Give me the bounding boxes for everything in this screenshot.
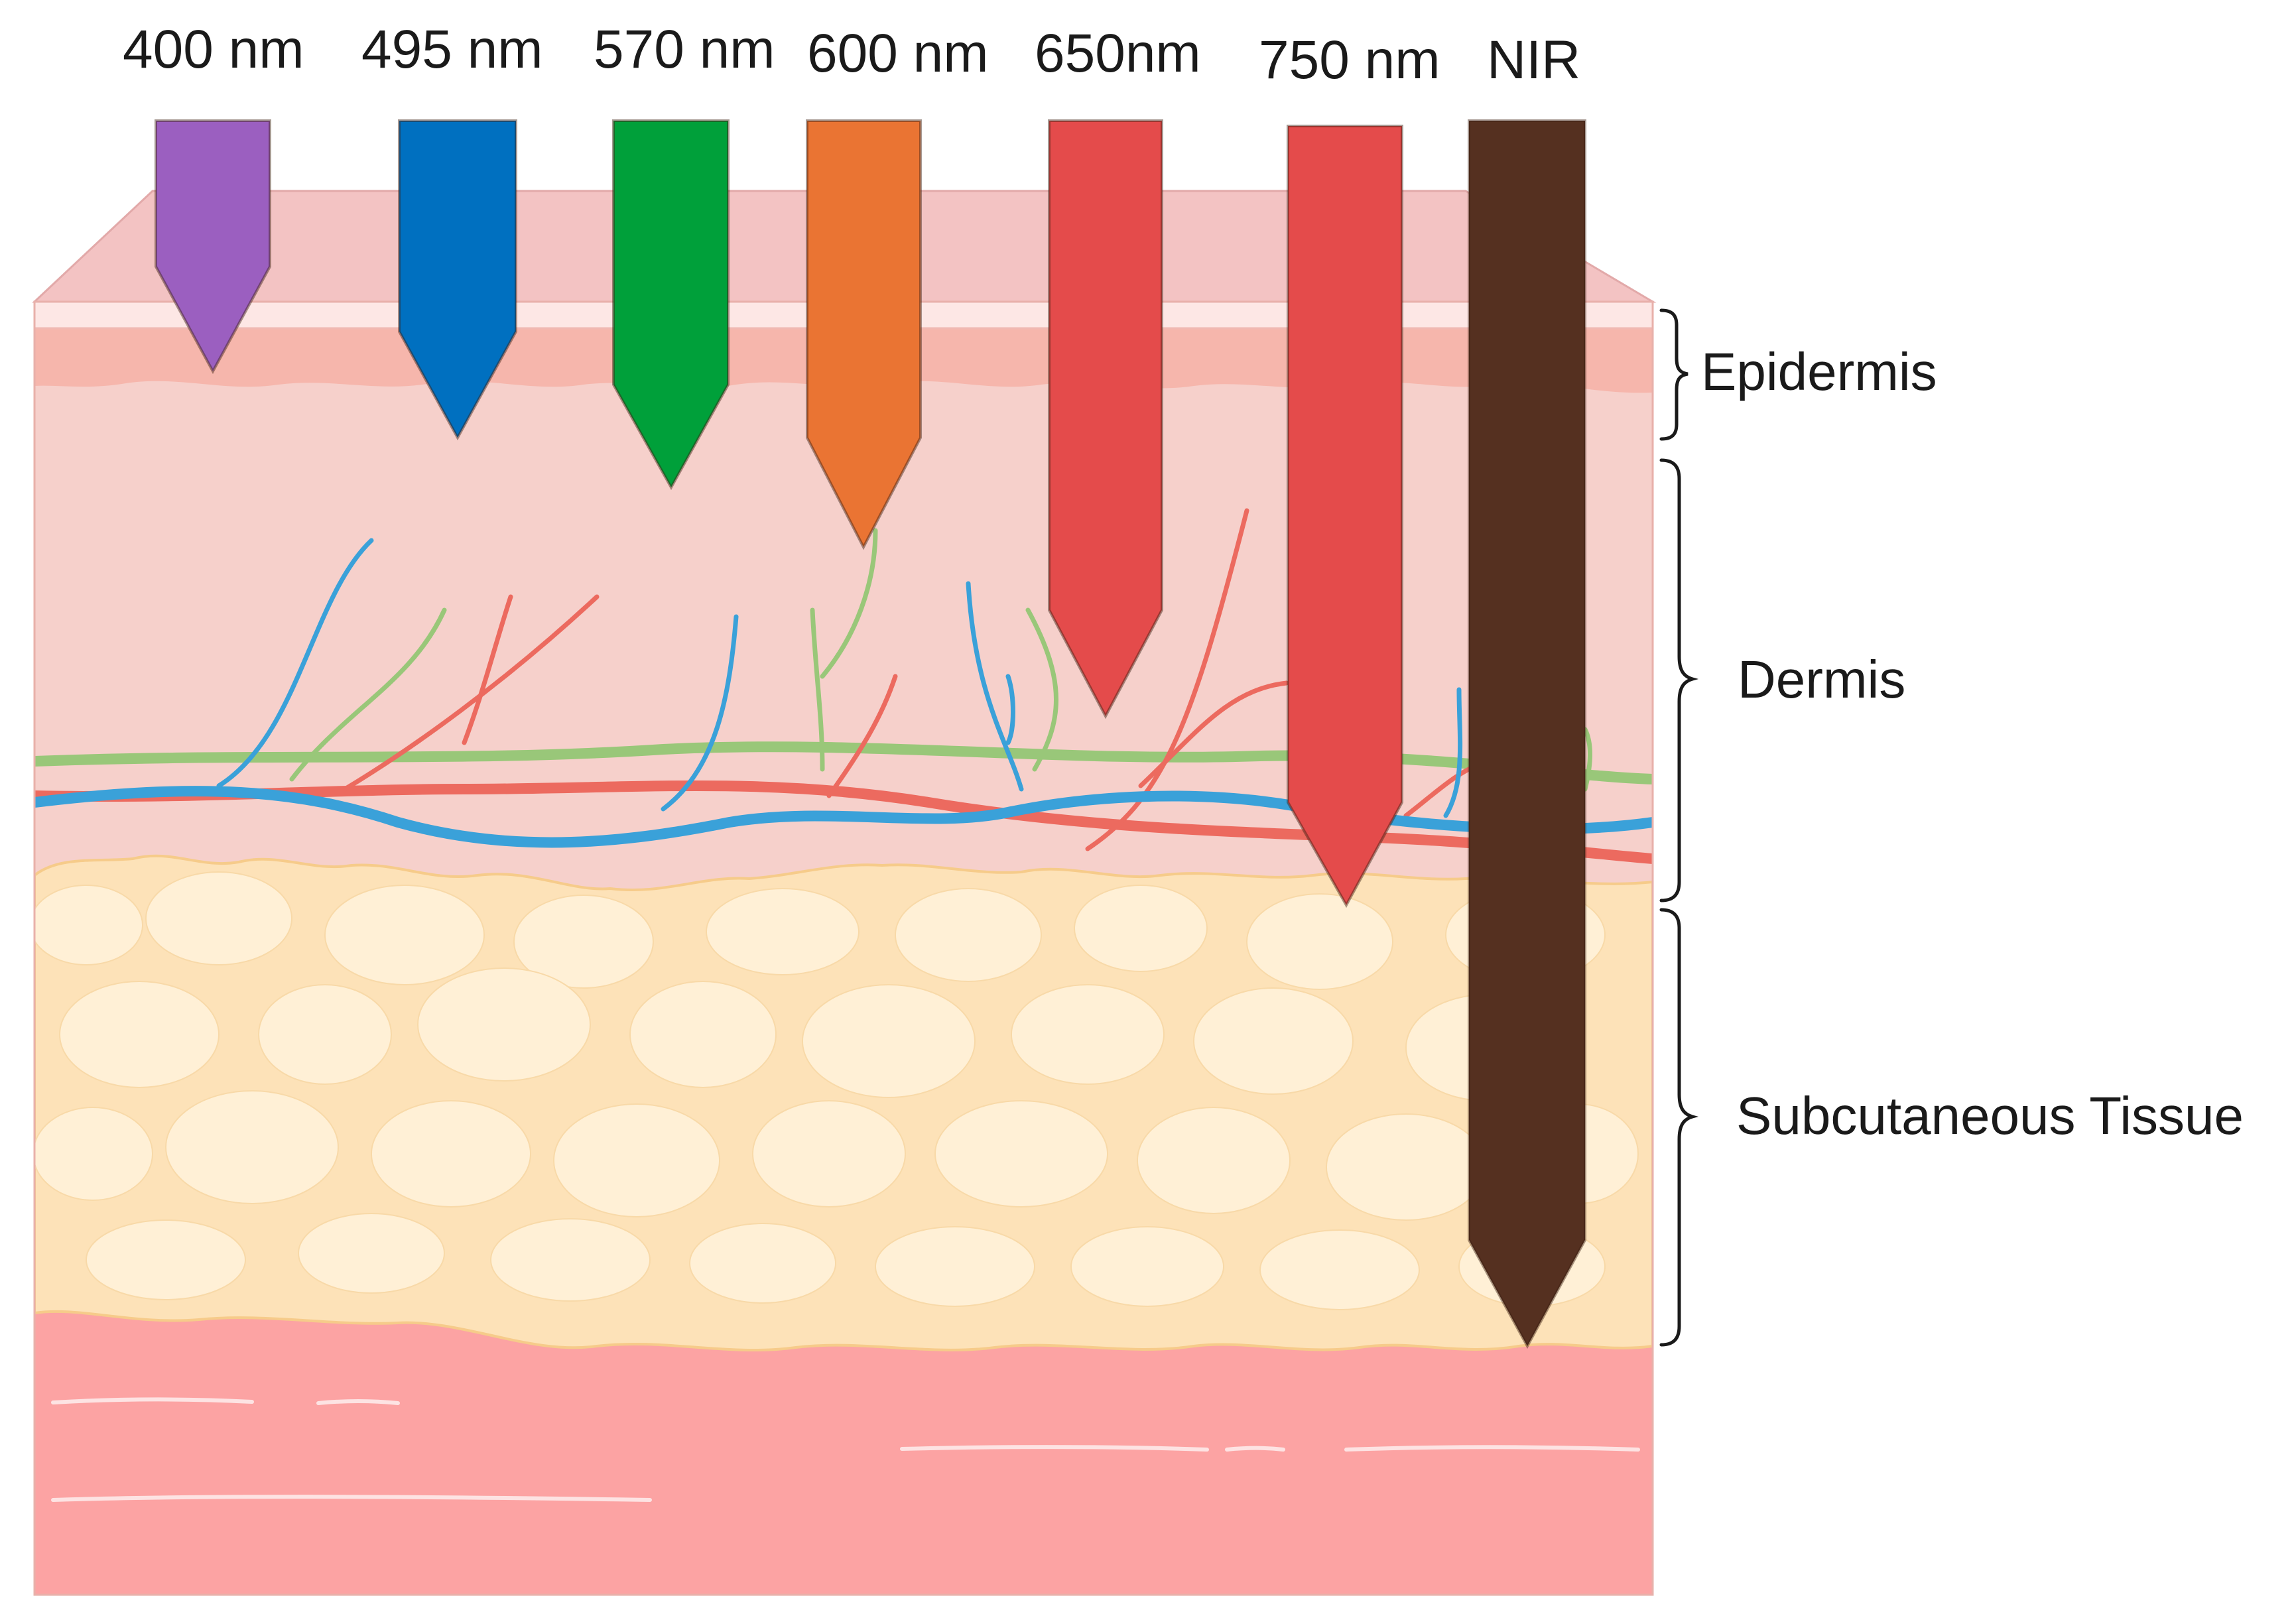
probe-570nm	[612, 119, 730, 491]
probe-600nm	[806, 119, 922, 550]
wavelength-label-750: 750 nm	[1259, 30, 1440, 90]
dermis-brace	[1659, 458, 1699, 902]
lymph-vessel	[34, 741, 1653, 784]
probe-650nm	[1048, 119, 1163, 719]
layer-label-subcutaneous: Subcutaneous Tissue	[1736, 1086, 2244, 1145]
probe-400nm	[155, 119, 271, 375]
wavelength-labels: 400 nm 495 nm 570 nm 600 nm 650nm 750 nm…	[123, 19, 1580, 90]
artery-branches	[342, 508, 1488, 851]
layer-label-epidermis: Epidermis	[1701, 342, 1937, 401]
layer-labels: Epidermis Dermis Subcutaneous Tissue	[1701, 342, 2244, 1145]
wavelength-label-570: 570 nm	[594, 19, 775, 80]
wavelength-label-495: 495 nm	[361, 19, 543, 80]
subcutaneous-brace	[1659, 908, 1699, 1347]
muscle-fibers	[51, 1397, 1640, 1502]
layer-braces	[1659, 308, 1699, 1347]
probe-nir	[1468, 119, 1586, 1349]
vessel-network	[34, 508, 1653, 864]
wavelength-label-600: 600 nm	[807, 23, 989, 84]
layer-label-dermis: Dermis	[1738, 650, 1905, 709]
vein-branches	[216, 538, 1463, 818]
epidermis-brace	[1659, 308, 1689, 441]
light-probes	[155, 119, 1586, 1349]
wavelength-label-400: 400 nm	[123, 19, 304, 80]
wavelength-label-nir: NIR	[1487, 30, 1580, 90]
wavelength-label-650: 650nm	[1035, 23, 1201, 84]
lymph-branches	[289, 528, 1592, 792]
probe-495nm	[398, 119, 517, 441]
probe-750nm	[1287, 125, 1403, 908]
